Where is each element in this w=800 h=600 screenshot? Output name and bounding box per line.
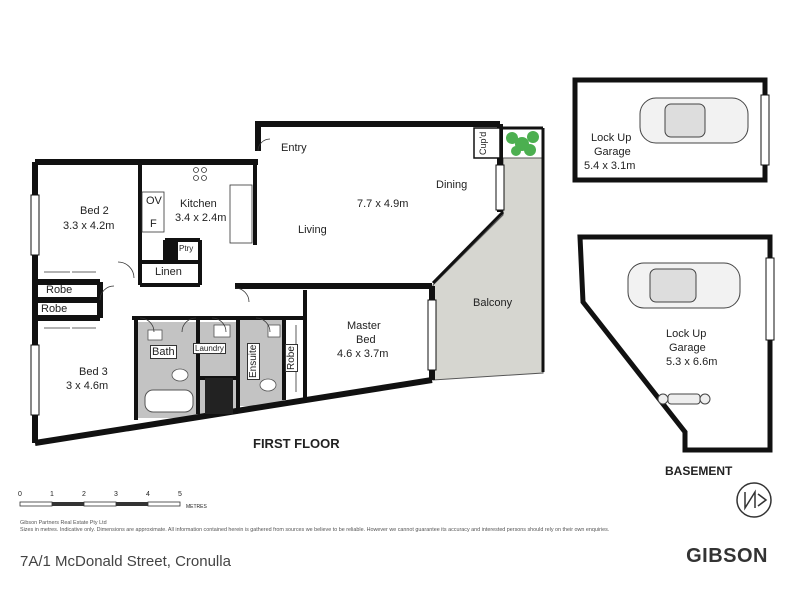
- bathtub-icon: [144, 389, 194, 413]
- disclaimer-company: Gibson Partners Real Estate Pty Ltd: [20, 520, 107, 526]
- scale-tick-0: 0: [18, 491, 22, 498]
- garage-2-door: [765, 257, 775, 341]
- windows: [30, 164, 505, 416]
- room-master-name2: Bed: [356, 334, 376, 346]
- room-master-name: Master: [347, 320, 381, 332]
- pantry-label: Ptry: [179, 244, 194, 253]
- car-icon: [639, 97, 749, 144]
- living-label: Living: [298, 224, 327, 236]
- plant-icon: [506, 131, 539, 156]
- interior-walls: [132, 162, 307, 420]
- kitchen-fixtures: [141, 167, 253, 244]
- room-bed2-dims: 3.3 x 4.2m: [63, 220, 115, 232]
- room-bed3-name: Bed 3: [79, 366, 108, 378]
- disclaimer: Gibson Partners Real Estate Pty Ltd Size…: [20, 520, 780, 534]
- balcony-walls: [431, 126, 545, 372]
- cupboard-label: Cup'd: [478, 131, 488, 155]
- car-icon-2: [627, 262, 741, 309]
- bath-label: Bath: [150, 345, 177, 359]
- doors: [99, 138, 271, 333]
- scale-tick-2: 2: [82, 491, 86, 498]
- laundry-label: Laundry: [193, 343, 226, 354]
- room-bed2-name: Bed 2: [80, 205, 109, 217]
- garage-1-name2: Garage: [594, 146, 631, 158]
- cupboard-box: [473, 127, 501, 159]
- motorbike-icon: [657, 393, 711, 405]
- laundry-dark-box: [205, 378, 233, 414]
- dining-label: Dining: [436, 179, 468, 191]
- room-kitchen-dims: 3.4 x 2.4m: [175, 212, 227, 224]
- scale-bar: [19, 501, 181, 507]
- garage-1-name: Lock Up: [591, 132, 632, 144]
- garage-2-walls: [577, 234, 773, 453]
- scale-tick-1: 1: [50, 491, 54, 498]
- scale-tick-5: 5: [178, 491, 182, 498]
- fridge-box: [166, 240, 178, 260]
- garage-1-door: [760, 94, 770, 166]
- garage-2-dims: 5.3 x 6.6m: [666, 356, 718, 368]
- garage-2-name: Lock Up: [666, 328, 707, 340]
- room-kitchen-name: Kitchen: [180, 198, 217, 210]
- robe-label-2: Robe: [41, 303, 68, 315]
- first-floor-title: FIRST FLOOR: [253, 436, 340, 451]
- oven-label: OV: [146, 195, 162, 207]
- room-master-dims: 4.6 x 3.7m: [337, 348, 389, 360]
- compass-icon: [736, 482, 772, 518]
- scale-tick-3: 3: [114, 491, 118, 498]
- scale-tick-4: 4: [146, 491, 150, 498]
- disclaimer-text: Sizes in metres. Indicative only. Dimens…: [20, 527, 610, 533]
- robe-label-3: Robe: [285, 344, 298, 372]
- room-bed3-dims: 3 x 4.6m: [66, 380, 109, 392]
- balcony-area: [432, 157, 544, 381]
- entry-label: Entry: [281, 142, 307, 154]
- garage-2-name2: Garage: [669, 342, 706, 354]
- living-dims: 7.7 x 4.9m: [357, 198, 409, 210]
- linen-label: Linen: [155, 266, 182, 278]
- ensuite-label: Ensuite: [247, 342, 260, 380]
- fridge-label: F: [150, 218, 157, 230]
- garage-1-dims: 5.4 x 3.1m: [584, 160, 636, 172]
- sanitary-fixtures: [147, 324, 281, 392]
- balcony-label: Balcony: [473, 297, 513, 309]
- property-address: 7A/1 McDonald Street, Cronulla: [20, 553, 231, 570]
- scale-unit: METRES: [186, 504, 207, 510]
- basement-title: BASEMENT: [665, 464, 733, 478]
- robe-label-1: Robe: [46, 284, 73, 296]
- brand-logo: GIBSON: [686, 545, 768, 567]
